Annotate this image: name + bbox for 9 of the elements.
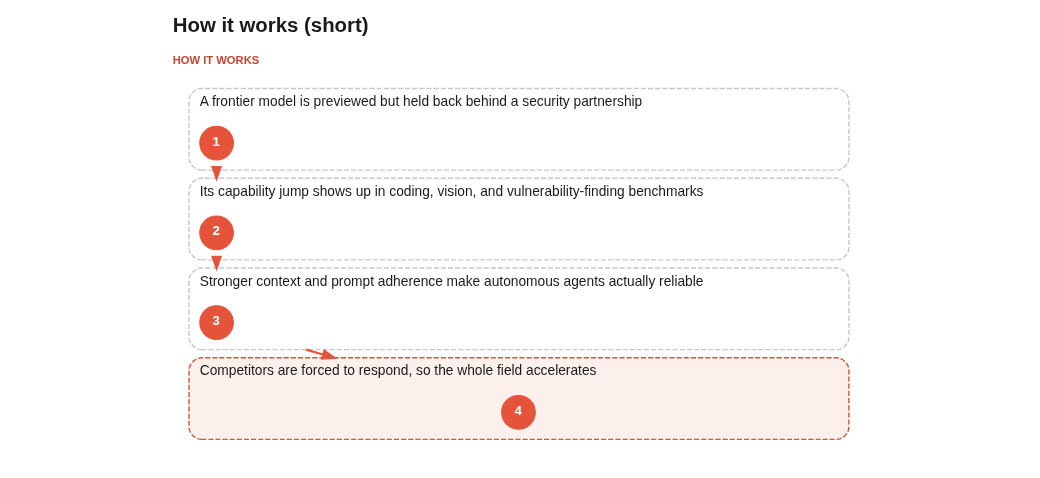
- arrow: [211, 255, 223, 271]
- arrow: [211, 165, 223, 182]
- label: HOW IT WORKS: [172, 53, 260, 66]
- node-circle: 1: [199, 125, 234, 160]
- arrow: [305, 348, 338, 360]
- node-circle: 4: [501, 394, 536, 430]
- diagram-title: How it works (short): [172, 13, 369, 36]
- node-circle: 3: [199, 304, 234, 340]
- node-circle: 2: [199, 215, 234, 250]
